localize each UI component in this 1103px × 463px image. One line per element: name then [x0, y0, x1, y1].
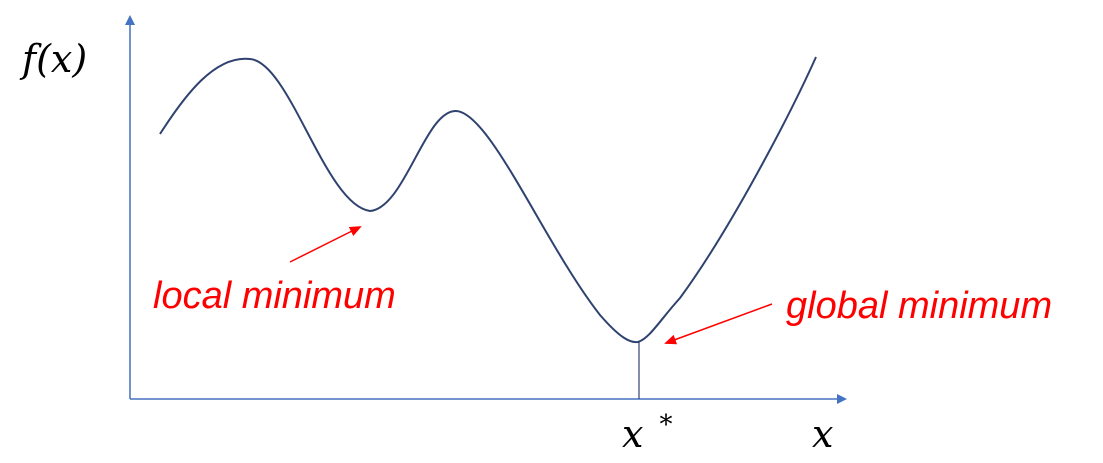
- x-star-superscript: *: [660, 410, 673, 440]
- function-curve: [159, 56, 817, 344]
- global-minimum-arrow: [664, 303, 773, 345]
- global-minimum-label: global minimum: [786, 285, 1052, 327]
- local-minimum-label: local minimum: [153, 275, 396, 317]
- x-axis-label: x: [812, 412, 833, 456]
- x-star-label: x *: [622, 410, 673, 456]
- y-axis-label: f(x): [19, 37, 87, 81]
- x-star-base: x: [622, 412, 643, 456]
- local-minimum-arrow: [289, 226, 362, 263]
